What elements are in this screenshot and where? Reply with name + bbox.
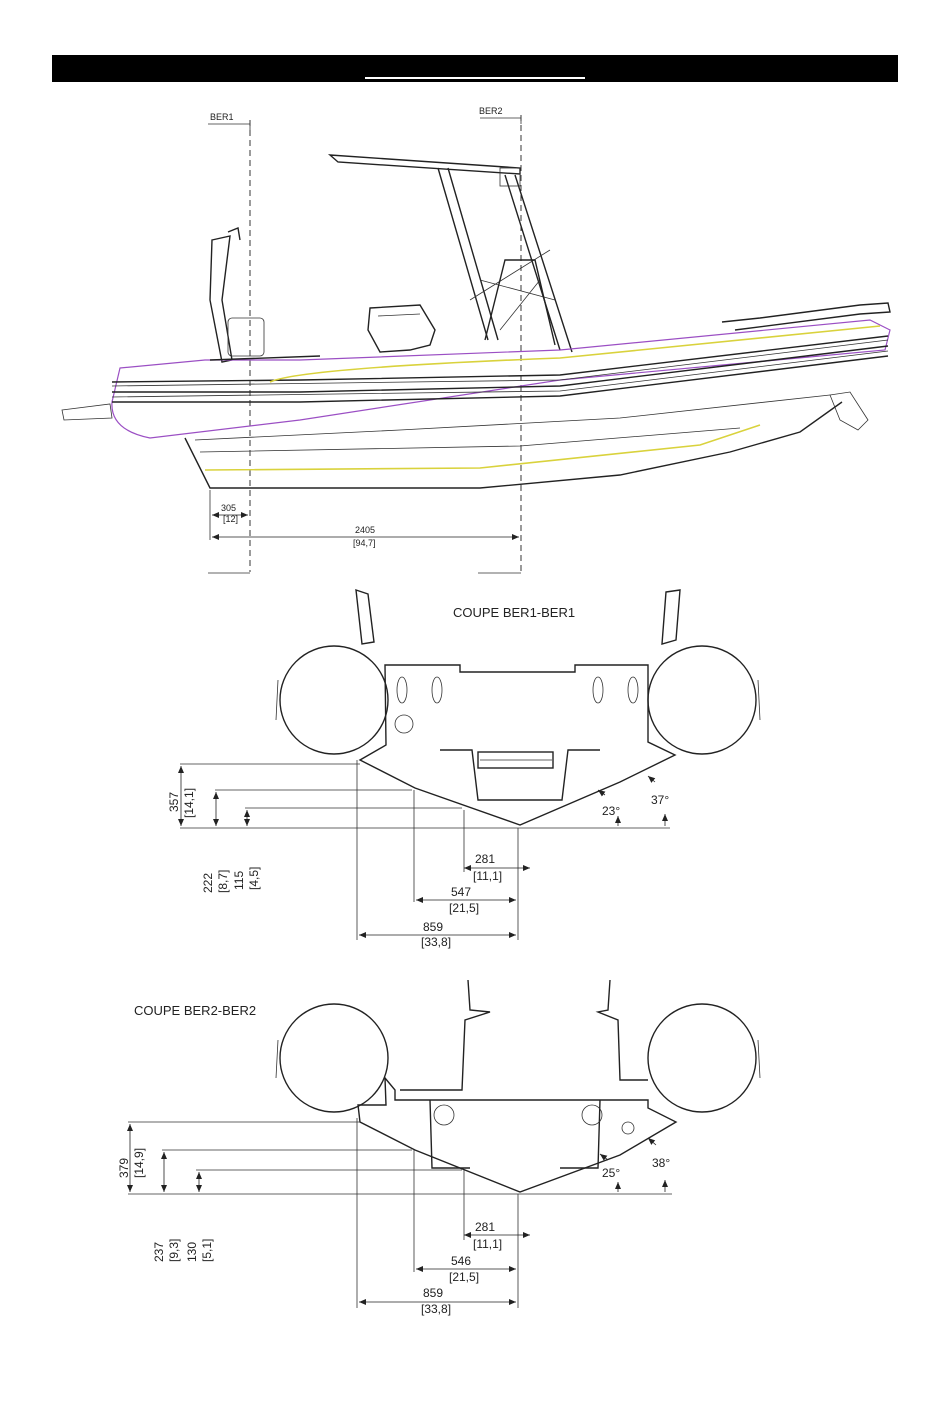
s2-h-281: 281 [475,1220,495,1234]
t-top-front-leg [438,168,498,340]
dim-2405-inch: [94,7] [353,538,376,548]
s2-h-546: 546 [451,1254,471,1268]
stern-seat [228,318,264,356]
stern-frame [210,236,232,362]
s2-angle-38: 38° [652,1156,670,1170]
s1-h-547: 547 [451,885,471,899]
s1-h-859: 859 [423,920,443,934]
drain-port-2a [434,1105,454,1125]
s1-v-222: 222 [201,873,215,893]
s1-h-281-inch: [11,1] [473,869,502,883]
console-stbd-side [598,980,648,1080]
ber1-mark-top [208,124,250,130]
s1-v-357: 357 [167,792,181,812]
port-bracket [356,590,374,644]
helm-seat [368,305,435,352]
section1-title: COUPE BER1-BER1 [453,605,575,620]
s1-h-859-inch: [33,8] [421,935,451,949]
s2-h-859: 859 [423,1286,443,1300]
s2-v-379-inch: [14,9] [132,1148,146,1178]
bilge-well [440,750,600,800]
port-tube [280,646,388,754]
console-port-side [400,980,490,1090]
s1-angle-37: 37° [651,793,669,807]
section-ber2: COUPE BER2-BER2 379 [14,9] 237 [9,3] 130… [117,980,760,1316]
s1-v-357-inch: [14,1] [182,788,196,818]
s2-angle-25: 25° [602,1166,620,1180]
outboard-engine [830,392,868,430]
s1-angle-23: 23° [602,804,620,818]
section2-title: COUPE BER2-BER2 [134,1003,256,1018]
ber2-mark-top [480,118,521,124]
ber2-label: BER2 [479,106,503,116]
s2-h-546-inch: [21,5] [449,1270,479,1284]
tube-fittings [276,680,760,720]
s2-v-237: 237 [152,1242,166,1262]
s2-v-130: 130 [185,1242,199,1262]
bow-fitting [62,404,112,420]
ber1-label: BER1 [210,112,234,122]
starboard-tube-2 [648,1004,756,1112]
port-tube-2 [280,1004,388,1112]
s2-h-281-inch: [11,1] [473,1237,502,1251]
s1-h-547-inch: [21,5] [449,901,479,915]
s2-v-379: 379 [117,1158,131,1178]
dim-305: 305 [221,503,236,513]
side-view: BER1 BER2 [62,106,890,573]
drain-port [395,715,413,733]
starboard-bracket [662,590,680,644]
s1-h-281: 281 [475,852,495,866]
drain-port-2c [622,1122,634,1134]
t-top-rear-leg [505,175,572,352]
t-top-canopy [330,155,520,174]
tube-fittings-2 [276,1040,760,1078]
starboard-tube [648,646,756,754]
s2-h-859-inch: [33,8] [421,1302,451,1316]
dim-305-inch: [12] [223,514,238,524]
hull-keel [185,402,842,488]
s1-v-115: 115 [232,871,246,890]
hull-chine-1 [200,428,740,452]
bilge-walls-2 [430,1100,600,1168]
s1-v-222-inch: [8,7] [216,870,230,893]
hull-section-ber2 [358,1078,676,1192]
dim-2405: 2405 [355,525,375,535]
s2-v-130-inch: [5,1] [200,1239,214,1262]
seat-rail [378,314,420,316]
s2-v-237-inch: [9,3] [167,1239,181,1262]
s1-v-115-inch: [4,5] [247,867,261,890]
section-ber1: COUPE BER1-BER1 357 [14,1] 222 [8,7] 115 [167,590,760,949]
